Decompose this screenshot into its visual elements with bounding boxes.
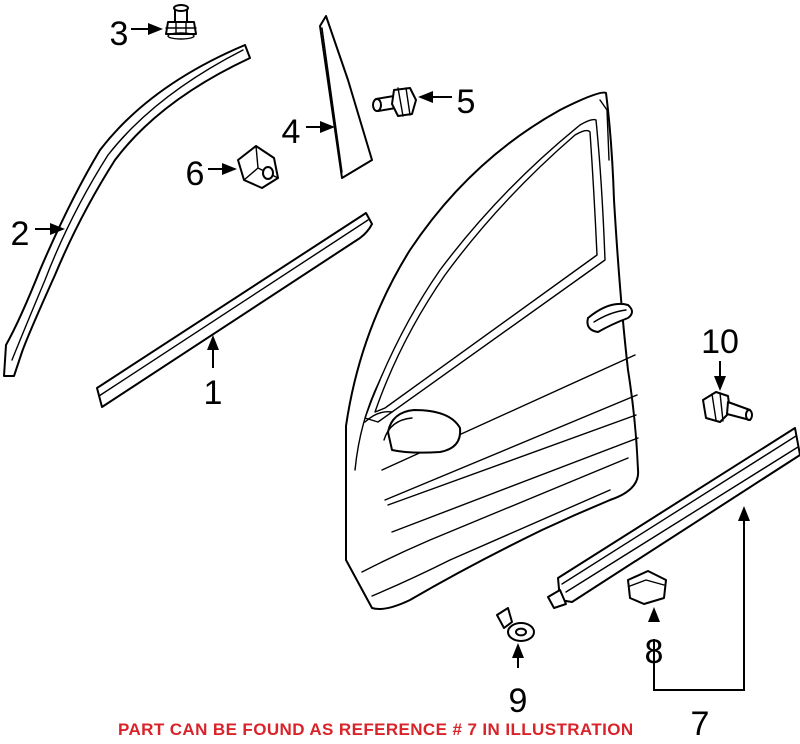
part-9-fastener: [496, 607, 535, 642]
part-5-nut: [372, 87, 417, 117]
part-4-pillar-applique: [319, 15, 373, 179]
callout-4: 4: [282, 113, 301, 151]
callout-1: 1: [204, 374, 223, 412]
callout-10: 10: [701, 323, 739, 361]
part-10-bolt: [702, 391, 753, 423]
leader-lines: [35, 23, 750, 691]
part-2-frame-molding: [3, 44, 251, 377]
part-1-belt-molding: [96, 212, 373, 408]
callout-9: 9: [509, 682, 528, 720]
footnote-text: PART CAN BE FOUND AS REFERENCE # 7 IN IL…: [118, 720, 634, 739]
callout-labels: 1 2 3 4 5 6 7 8 9 10: [11, 15, 739, 743]
callout-2: 2: [11, 215, 30, 253]
callout-7: 7: [691, 705, 710, 743]
part-6-clip: [237, 145, 279, 189]
callout-3: 3: [110, 15, 129, 53]
front-door: [345, 91, 640, 610]
callout-5: 5: [457, 83, 476, 121]
part-8-clip: [627, 570, 667, 605]
callout-6: 6: [186, 155, 205, 193]
part-7-rocker-molding: [547, 427, 800, 609]
part-3-clip: [165, 4, 197, 40]
callout-8: 8: [645, 633, 664, 671]
